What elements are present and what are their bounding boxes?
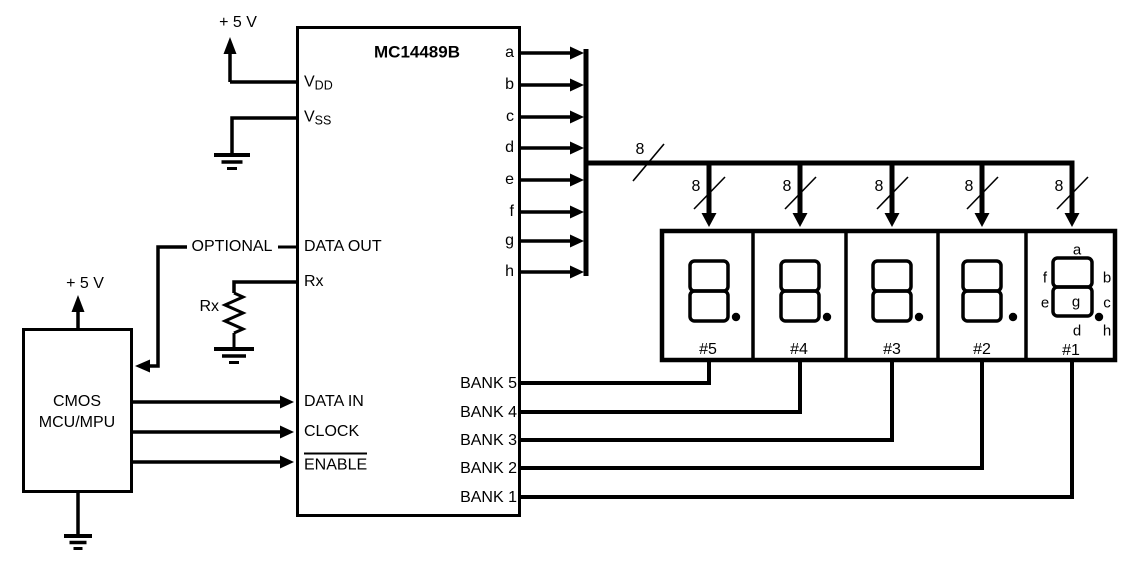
arrow-up-icon (223, 37, 237, 54)
wire-vdd (223, 37, 296, 84)
pin-enable-label: ENABLE (304, 452, 368, 474)
display-unit-3-label: #3 (883, 341, 901, 358)
pin-data-out-label: DATA OUT (304, 238, 382, 255)
bus-width-label: 8 (691, 178, 701, 195)
segment-g-label: g (1071, 293, 1081, 311)
wire-mcu-ground (64, 493, 92, 550)
resistor-icon (221, 291, 247, 335)
pin-c-label: c (506, 108, 514, 125)
bus-width-slash-icon (632, 143, 1089, 210)
display-unit-4-label: #4 (790, 341, 808, 358)
mcu-block (22, 328, 133, 493)
arrow-left-icon (135, 359, 150, 373)
wire-clock (133, 425, 294, 439)
segment-c-label: c (1103, 294, 1111, 312)
pin-vdd-label: VDD (304, 74, 333, 92)
pin-bank5-label: BANK 5 (460, 375, 517, 392)
optional-label: OPTIONAL (191, 238, 273, 255)
pin-vss-base: V (304, 108, 315, 126)
pin-d-label: d (505, 139, 514, 156)
wire-vss (214, 116, 296, 170)
wire-rx (214, 280, 296, 364)
arrow-right-icon (280, 455, 294, 469)
pin-bank3-label: BANK 3 (460, 432, 517, 449)
mcu-label-line2: MCU/MPU (38, 414, 116, 431)
mcu-supply-5v-label: + 5 V (66, 275, 104, 292)
arrow-down-icon (974, 213, 990, 227)
resistor-rx-label: Rx (199, 298, 219, 315)
arrow-down-icon (884, 213, 900, 227)
supply-5v-label: + 5 V (219, 14, 257, 31)
pin-enable-text: ENABLE (304, 452, 368, 474)
bus-width-label: 8 (1054, 178, 1064, 195)
pin-g-label: g (505, 232, 514, 249)
pin-e-label: e (505, 171, 514, 188)
ic-title: MC14489B (374, 42, 460, 62)
wire-enable (133, 455, 294, 469)
segment-h-label: h (1102, 322, 1112, 340)
wires-segment-outputs (521, 51, 571, 274)
pin-f-label: f (509, 203, 514, 220)
arrow-down-icon (1064, 213, 1080, 227)
segment-b-label: b (1102, 269, 1112, 287)
arrow-up-icon (71, 295, 85, 312)
pin-rx-label: Rx (304, 273, 324, 290)
pin-bank4-label: BANK 4 (460, 404, 517, 421)
pin-bank1-label: BANK 1 (460, 489, 517, 506)
display-unit-2-label: #2 (973, 341, 991, 358)
bus-width-label: 8 (874, 178, 884, 195)
arrow-down-icon (792, 213, 808, 227)
arrow-right-icon (280, 425, 294, 439)
wire-data-out-optional (135, 245, 296, 373)
pin-clock-label: CLOCK (304, 423, 360, 440)
segment-e-label: e (1040, 294, 1050, 312)
arrow-down-icon (701, 213, 717, 227)
display-unit-1-label: #1 (1062, 342, 1080, 359)
bank-wires (521, 381, 1074, 499)
bus-width-label: 8 (964, 178, 974, 195)
display-box (659, 228, 1118, 363)
pin-vss-label: VSS (304, 109, 331, 127)
bus-width-label: 8 (635, 141, 645, 158)
pin-h-label: h (505, 263, 514, 280)
pin-a-label: a (505, 44, 514, 61)
pin-vdd-base: V (304, 73, 315, 91)
pin-b-label: b (505, 76, 514, 93)
pin-vdd-sub: DD (314, 78, 333, 93)
ground-icon (214, 347, 254, 364)
pin-bank2-label: BANK 2 (460, 460, 517, 477)
wire-data-in (133, 395, 294, 409)
bus-width-label: 8 (782, 178, 792, 195)
segment-a-label: a (1072, 241, 1082, 259)
seven-segment-digit-icon (688, 256, 1104, 323)
driver-ic-block (296, 26, 521, 517)
display-bank-stubs (707, 362, 1074, 497)
display-unit-5-label: #5 (699, 341, 717, 358)
segment-bus (583, 49, 1089, 276)
wire-mcu-vdd (71, 295, 85, 328)
ground-icon (214, 153, 250, 170)
ground-icon (64, 534, 92, 550)
mcu-label-line1: CMOS (53, 393, 101, 410)
arrowheads-segment-outputs (570, 46, 584, 279)
pin-vss-sub: SS (314, 113, 332, 128)
pin-data-in-label: DATA IN (304, 393, 364, 410)
arrow-right-icon (280, 395, 294, 409)
segment-f-label: f (1042, 269, 1048, 287)
segment-d-label: d (1072, 322, 1082, 340)
